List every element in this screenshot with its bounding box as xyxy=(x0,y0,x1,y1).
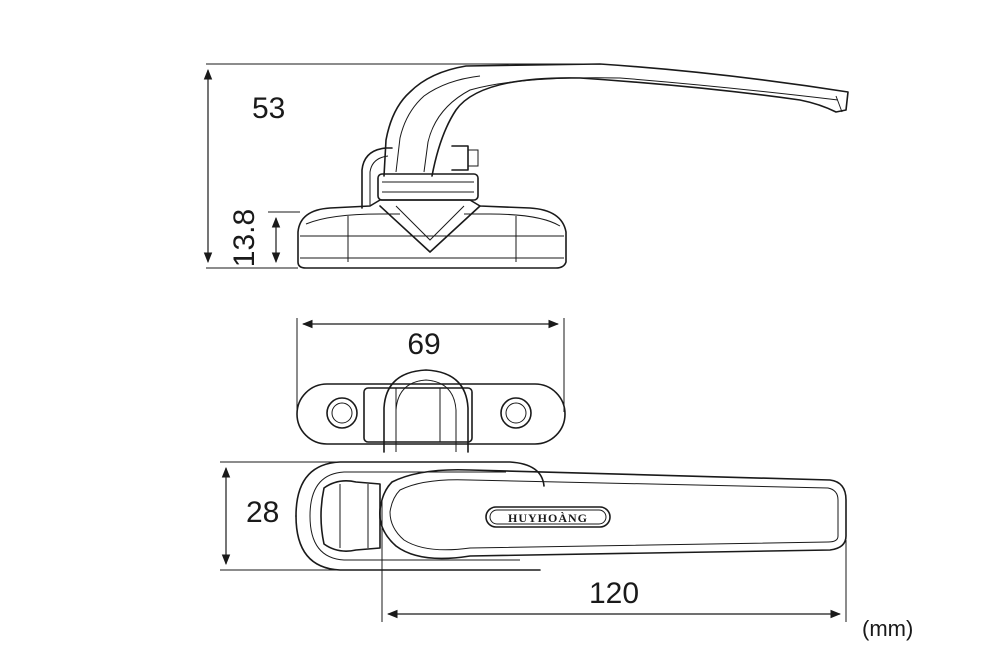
dim-label-height-total: 53 xyxy=(252,92,285,125)
dim-label-handle-width: 28 xyxy=(246,496,279,529)
brand-label: HUYHOÀNG xyxy=(508,511,588,525)
side-view xyxy=(297,63,849,269)
dim-label-base-width: 69 xyxy=(407,328,440,361)
dimension-lines xyxy=(203,63,847,622)
top-view: HUYHOÀNG xyxy=(295,369,847,571)
dim-label-height-base: 13.8 xyxy=(228,209,261,267)
unit-label: (mm) xyxy=(862,616,913,641)
dim-label-handle-length: 120 xyxy=(589,577,639,610)
